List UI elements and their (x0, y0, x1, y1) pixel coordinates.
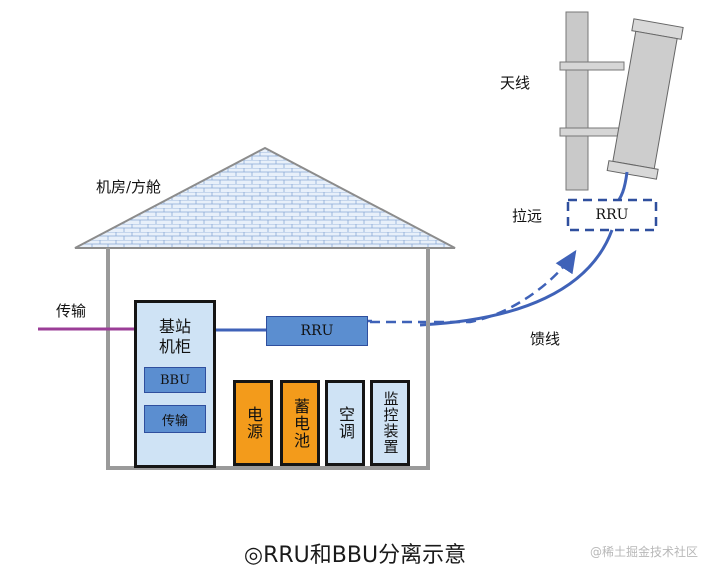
figure-caption: ◎RRU和BBU分离示意 (243, 543, 467, 568)
battery-module: 蓄电池 (280, 380, 320, 466)
monitor-module: 监控装置 (370, 380, 410, 466)
power-label: 电源 (244, 406, 263, 440)
remote-rru-box (566, 198, 658, 232)
remote-rru-label-wrap: RRU (568, 200, 656, 230)
battery-label: 蓄电池 (291, 397, 310, 449)
house-roof (74, 146, 456, 249)
house-wall (106, 248, 430, 470)
remote-rru-label: RRU (595, 207, 629, 223)
bbu-label: BBU (159, 372, 191, 388)
pull-remote-label: 拉远 (512, 207, 543, 225)
room-label: 机房/方舱 (96, 178, 162, 196)
monitor-label: 监控装置 (381, 391, 400, 455)
base-station-cabinet: 基站 机柜 BBU 传输 (134, 300, 216, 468)
cabinet-title: 基站 机柜 (158, 317, 191, 356)
pull-remote-arrow (370, 249, 577, 324)
rru-label: RRU (300, 323, 334, 339)
bbu-module: BBU (144, 367, 206, 393)
antenna-pole (559, 11, 625, 191)
antenna-label: 天线 (500, 74, 531, 92)
watermark: @稀土掘金技术社区 (589, 545, 698, 559)
cabinet-transmission-module: 传输 (144, 405, 206, 433)
power-module: 电源 (233, 380, 273, 466)
rru-unit: RRU (266, 316, 368, 346)
antenna-panel (606, 18, 684, 180)
cabinet-transmission-label: 传输 (161, 413, 188, 429)
feeder-label: 馈线 (530, 330, 561, 348)
transmission-label: 传输 (56, 302, 87, 320)
aircon-label: 空调 (336, 406, 355, 440)
aircon-module: 空调 (325, 380, 365, 466)
